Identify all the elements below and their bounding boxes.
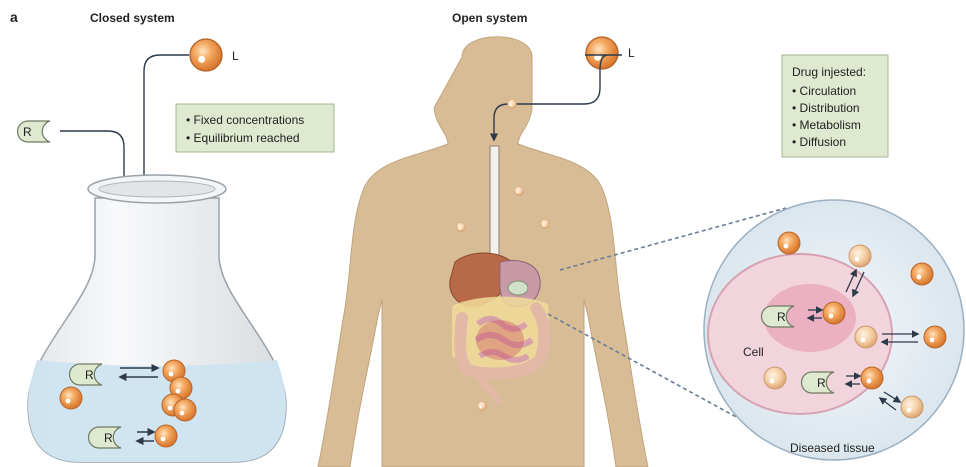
tissue-ligand-2: [849, 245, 871, 267]
svg-text:R: R: [23, 125, 32, 139]
flask-ligand-5: [174, 399, 196, 421]
tissue-ligand-5: [924, 326, 946, 348]
svg-text:Drug injested:: Drug injested:: [792, 65, 866, 79]
svg-text:• Circulation: • Circulation: [792, 84, 856, 98]
tissue-ligand-7: [901, 396, 923, 418]
svg-text:R: R: [104, 431, 113, 445]
flask-ligand-3: [60, 387, 82, 409]
svg-text:• Distribution: • Distribution: [792, 101, 860, 115]
svg-text:R: R: [85, 368, 94, 382]
closed-note-box: • Fixed concentrations • Equilibrium rea…: [176, 104, 334, 152]
diseased-tissue-label: Diseased tissue: [790, 441, 875, 455]
ligand-ball-open: [586, 37, 618, 69]
diseased-tissue-circle: Cell Diseased tissue: [704, 200, 964, 460]
cell-ligand-bound-2: [861, 367, 883, 389]
cell-label: Cell: [743, 345, 764, 359]
receptor-closed: R: [18, 121, 51, 142]
svg-text:• Diffusion: • Diffusion: [792, 135, 846, 149]
pancreas: [508, 281, 528, 295]
esophagus: [490, 146, 499, 270]
ligand-label-closed: L: [232, 49, 239, 63]
closed-system-title: Closed system: [90, 11, 175, 25]
ligand-label-open: L: [628, 46, 635, 60]
tissue-ligand-6: [764, 367, 786, 389]
svg-text:R: R: [817, 376, 826, 390]
flask-ligand-6: [155, 425, 177, 447]
erlenmeyer-flask: [28, 175, 286, 462]
tissue-ligand-1: [778, 232, 800, 254]
svg-text:• Metabolism: • Metabolism: [792, 118, 861, 132]
inflamed-region: [476, 320, 524, 360]
drug-injested-box: Drug injested: • Circulation • Distribut…: [782, 55, 888, 157]
svg-text:R: R: [777, 310, 786, 324]
ligand-ball-closed: [190, 39, 222, 71]
tissue-ligand-4: [855, 326, 877, 348]
open-system-title: Open system: [452, 11, 527, 25]
svg-text:• Equilibrium reached: • Equilibrium reached: [186, 131, 300, 145]
tissue-ligand-3: [911, 263, 933, 285]
panel-label: a: [10, 9, 18, 25]
cell-ligand-bound-1: [823, 302, 845, 324]
svg-text:• Fixed concentrations: • Fixed concentrations: [186, 113, 304, 127]
